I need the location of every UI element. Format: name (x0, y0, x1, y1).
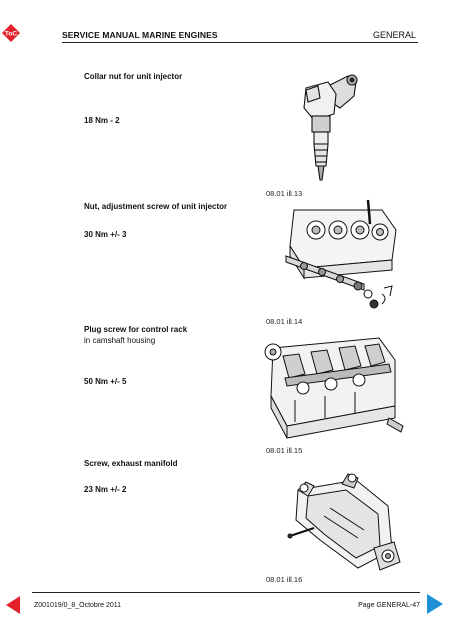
manual-title: SERVICE MANUAL MARINE ENGINES (62, 30, 218, 40)
next-page-icon[interactable] (427, 594, 443, 614)
footer-divider (32, 592, 420, 593)
cylinder-head-illustration (255, 326, 405, 449)
header-divider (62, 42, 418, 43)
item-4-torque: 23 Nm +/- 2 (84, 485, 127, 494)
item-3-caption: 08.01 ill.15 (266, 446, 303, 455)
unit-injector-illustration (288, 68, 368, 191)
item-3-torque: 50 Nm +/- 5 (84, 377, 127, 386)
section-title: GENERAL (372, 30, 416, 40)
document-reference: Z001019/0_8_Octobre 2011 (34, 602, 122, 609)
exhaust-manifold-illustration (284, 470, 402, 583)
item-4-caption: 08.01 ill.16 (266, 575, 303, 584)
item-4-name: Screw, exhaust manifold (84, 459, 178, 468)
item-1-caption: 08.01 ill.13 (266, 189, 303, 198)
item-2-caption: 08.01 ill.14 (266, 317, 303, 326)
page-number: Page GENERAL-47 (358, 602, 420, 609)
item-3-subtitle: in camshaft housing (84, 336, 156, 345)
toc-label: ToC (5, 31, 17, 38)
item-1-name: Collar nut for unit injector (84, 72, 183, 81)
toc-badge-icon[interactable]: ToC (0, 22, 22, 44)
item-2-torque: 30 Nm +/- 3 (84, 230, 127, 239)
item-2-name: Nut, adjustment screw of unit injector (84, 202, 228, 211)
camshaft-housing-illustration (264, 199, 404, 323)
item-1-torque: 18 Nm - 2 (84, 116, 120, 125)
item-3-name: Plug screw for control rack (84, 325, 188, 334)
previous-page-icon[interactable] (6, 596, 20, 614)
